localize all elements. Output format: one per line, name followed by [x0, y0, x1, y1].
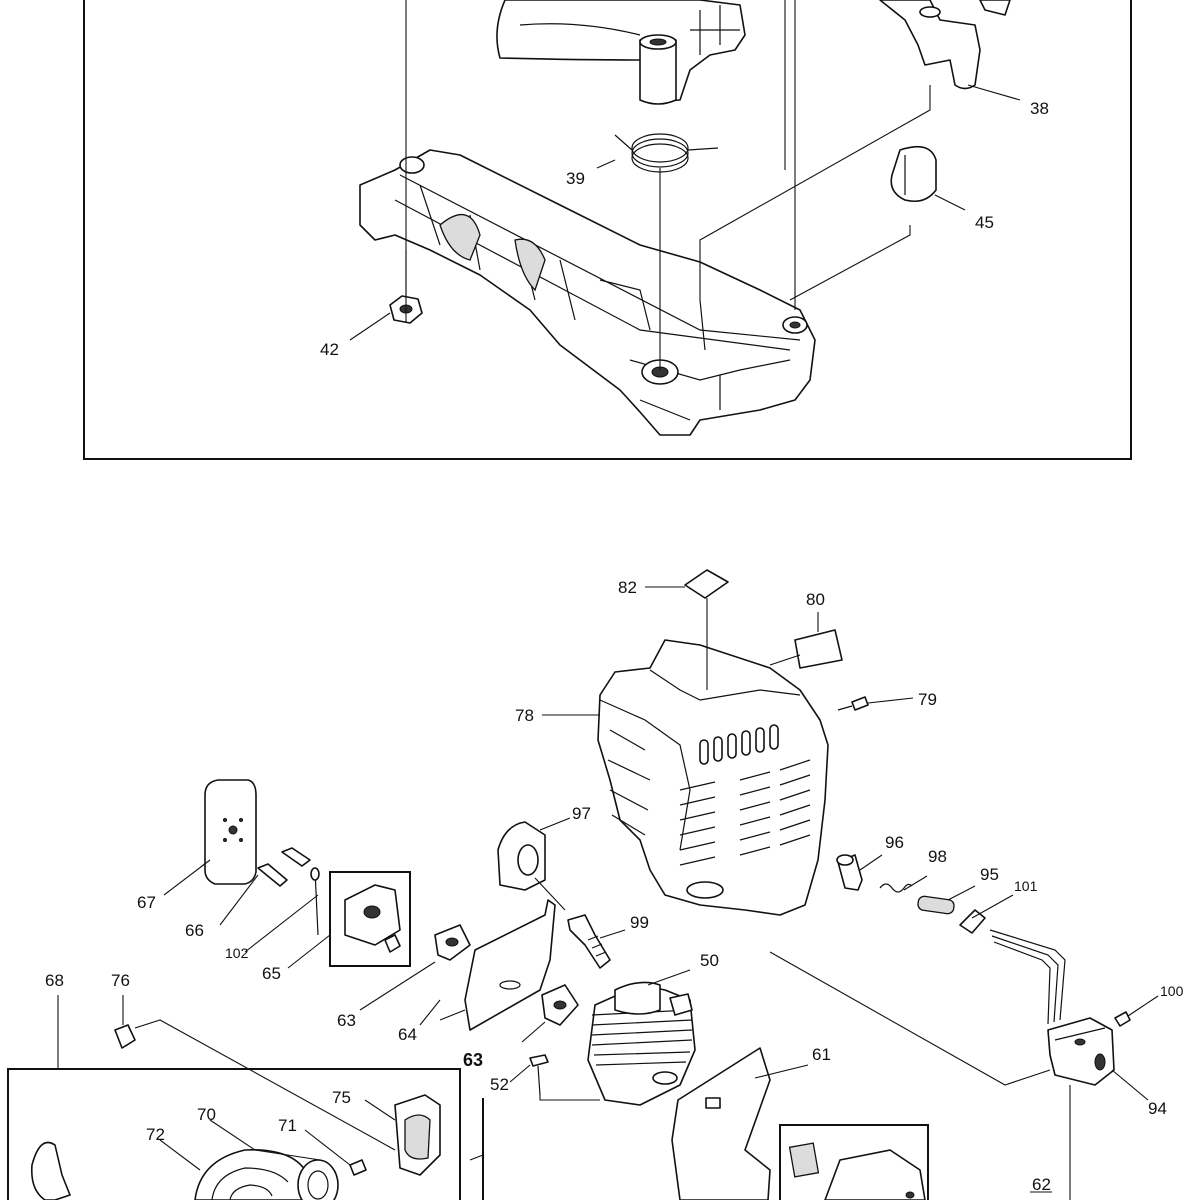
part-101-grommet: [959, 909, 986, 934]
callout-72: 72: [146, 1125, 165, 1144]
part-82-label: [684, 569, 729, 599]
cover-vent-slots: [679, 724, 811, 866]
callout-61: 61: [812, 1045, 831, 1064]
callout-97: 97: [572, 804, 591, 823]
part-79-screw: [837, 696, 869, 711]
callout-66: 66: [185, 921, 204, 940]
callout-45: 45: [975, 213, 994, 232]
part-72-starter-housing: [194, 1149, 311, 1200]
starter-box: [7, 1068, 484, 1200]
part-95-filter: [917, 895, 955, 915]
callout-78: 78: [515, 706, 534, 725]
part-50-cylinder: [587, 981, 696, 1106]
callout-52: 52: [490, 1075, 509, 1094]
callout-42: 42: [320, 340, 339, 359]
part-80-label: [794, 629, 843, 669]
callout-95: 95: [980, 865, 999, 884]
callout-38: 38: [1030, 99, 1049, 118]
part-38-lever: [879, 0, 1011, 90]
callout-62: 62: [1032, 1175, 1051, 1194]
part-71-screw: [349, 1159, 367, 1176]
part-63-gasket-lower: [541, 984, 579, 1026]
part-64-shield: [464, 899, 556, 1031]
upper-cover-part: [496, 0, 746, 105]
part-66-bolt: [257, 847, 311, 887]
part-78-engine-cover: [597, 639, 829, 916]
part-102-rod: [310, 867, 320, 936]
part-70-reel: [297, 1159, 339, 1200]
part-52-bolt: [529, 1054, 549, 1096]
part-99-spark-plug: [567, 914, 611, 969]
callout-80: 80: [806, 590, 825, 609]
handle-base-part: [359, 149, 816, 436]
top-assembly-frame: [83, 0, 1132, 460]
part-61-plate: [671, 1047, 771, 1200]
callout-63-upper: 63: [337, 1011, 356, 1030]
callout-102: 102: [225, 945, 249, 961]
part-76-bolt: [114, 1024, 136, 1049]
part-67-gasket: [204, 779, 257, 885]
callout-96: 96: [885, 833, 904, 852]
callout-65: 65: [262, 964, 281, 983]
part-65-box: [329, 871, 411, 967]
callout-68: 68: [45, 971, 64, 990]
part-94-ignition-coil: [989, 929, 1115, 1086]
callout-101: 101: [1014, 878, 1038, 894]
part-98-spring: [879, 883, 913, 893]
muffler-box: [779, 1124, 929, 1200]
callout-64: 64: [398, 1025, 417, 1044]
part-97-insulator: [497, 821, 546, 891]
part-75-grip: [394, 1094, 441, 1176]
callout-79: 79: [918, 690, 937, 709]
top-leader-lines: [349, 0, 1021, 370]
part-96-plug-cap: [836, 854, 863, 891]
callout-63-lower: 63: [463, 1050, 483, 1070]
callout-67: 67: [137, 893, 156, 912]
part-100-screw: [1114, 1011, 1131, 1027]
callout-98: 98: [928, 847, 947, 866]
callout-75: 75: [332, 1088, 351, 1107]
part-63-gasket-upper: [434, 924, 471, 961]
callout-70: 70: [197, 1105, 216, 1124]
callout-39: 39: [566, 169, 585, 188]
part-39-spring: [614, 133, 719, 173]
engine-assembly-section: 82 80 78 79 97 96 98 95 101 99 50 100 94…: [7, 569, 1184, 1200]
engine-leader-lines: [57, 586, 1159, 1200]
callout-99: 99: [630, 913, 649, 932]
part-45-clip: [890, 145, 937, 203]
callout-100: 100: [1160, 983, 1184, 999]
part-73-handle: [30, 1141, 71, 1200]
callout-76: 76: [111, 971, 130, 990]
callout-82: 82: [618, 578, 637, 597]
callout-94: 94: [1148, 1099, 1167, 1118]
top-assembly-section: 38 39 45 42: [83, 0, 1132, 460]
callout-50: 50: [700, 951, 719, 970]
callout-71: 71: [278, 1116, 297, 1135]
